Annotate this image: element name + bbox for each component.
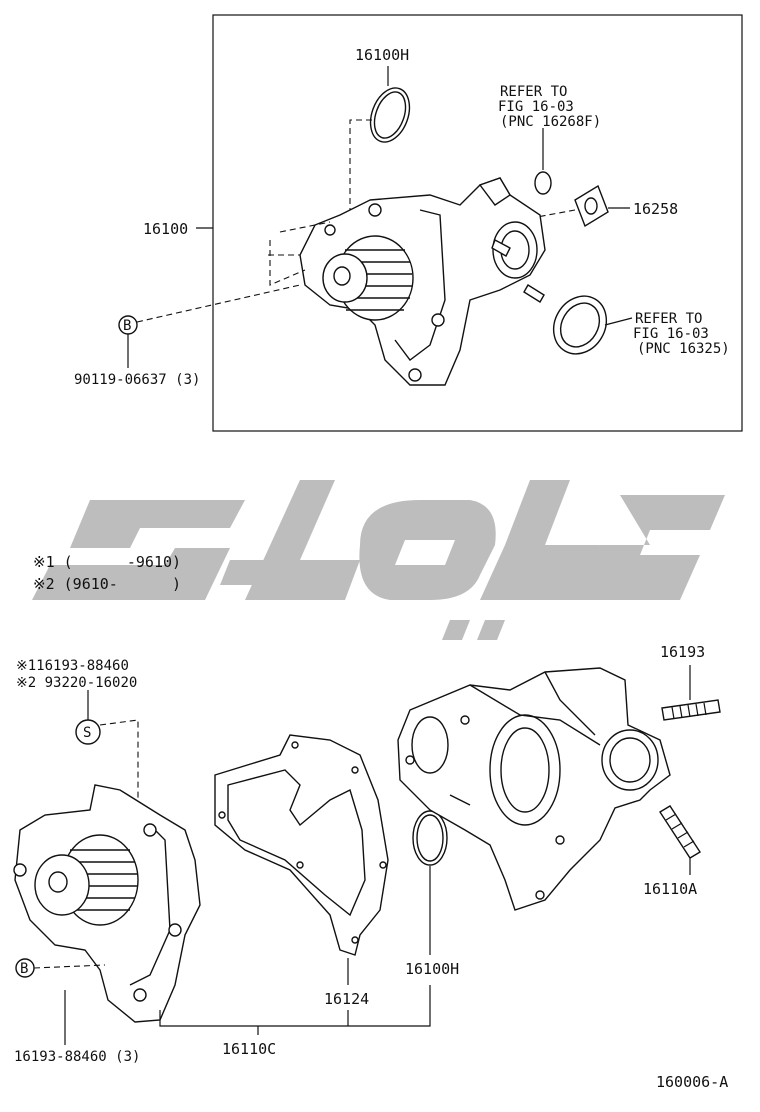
stud-16110a bbox=[659, 805, 701, 859]
label-16100h-bottom: 16100H bbox=[405, 960, 459, 978]
legend-2: ※2 (9610- ) bbox=[33, 575, 181, 593]
water-pump-body bbox=[13, 784, 201, 1023]
label-refer1-line3: (PNC 16268F) bbox=[500, 114, 601, 130]
stud-marker-s-letter: S bbox=[83, 725, 91, 741]
label-stud-part-1: ※116193-88460 bbox=[16, 658, 129, 674]
figure-number: 160006-A bbox=[656, 1073, 728, 1091]
label-16193: 16193 bbox=[660, 643, 705, 661]
stud-16193 bbox=[661, 699, 721, 721]
stud-marker-s bbox=[75, 719, 101, 745]
small-o-ring-ref bbox=[534, 171, 552, 195]
label-stud-part-2: ※2 93220-16020 bbox=[16, 675, 137, 691]
water-pump-assembly-16100 bbox=[299, 177, 546, 386]
watermark-logo bbox=[32, 480, 725, 640]
water-inlet-housing bbox=[397, 667, 671, 911]
gasket-16124 bbox=[214, 734, 389, 956]
label-refer2-line3: (PNC 16325) bbox=[637, 341, 730, 357]
label-bolt-bottom: 16193-88460 (3) bbox=[14, 1049, 140, 1065]
seal-ring-ref bbox=[552, 295, 608, 355]
label-16124: 16124 bbox=[324, 990, 369, 1008]
bolt-marker-b-bottom-letter: B bbox=[20, 961, 28, 977]
o-ring-16100h-bottom bbox=[412, 810, 448, 866]
legend-1: ※1 ( -9610) bbox=[33, 553, 181, 571]
label-16258: 16258 bbox=[633, 200, 678, 218]
label-bolt-top: 90119-06637 (3) bbox=[74, 372, 200, 388]
label-16100: 16100 bbox=[143, 220, 188, 238]
label-refer1-line2: FIG 16-03 bbox=[498, 99, 574, 115]
assembly-frame bbox=[212, 14, 743, 432]
bolt-marker-b-top-letter: B bbox=[123, 318, 131, 334]
gasket-16258 bbox=[574, 184, 609, 228]
label-refer1-line1: REFER TO bbox=[500, 84, 567, 100]
label-refer2-line1: REFER TO bbox=[635, 311, 702, 327]
label-refer2-line2: FIG 16-03 bbox=[633, 326, 709, 342]
label-16110a: 16110A bbox=[643, 880, 697, 898]
label-16100h-top: 16100H bbox=[355, 46, 409, 64]
o-ring-16100h-top bbox=[369, 87, 411, 143]
label-16110c: 16110C bbox=[222, 1040, 276, 1058]
